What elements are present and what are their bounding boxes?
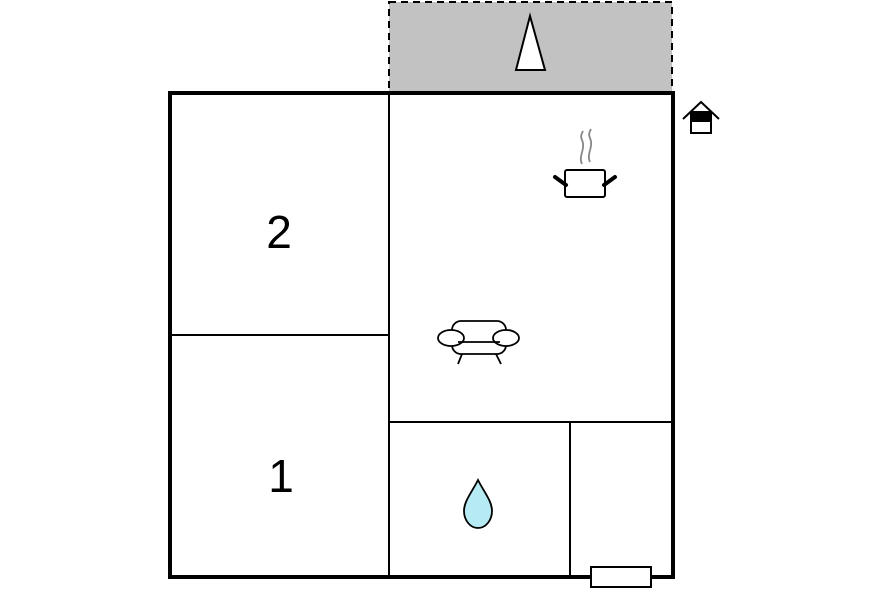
- water-drop-icon: [463, 477, 493, 529]
- entrance-house-icon: [682, 100, 720, 134]
- room-number-1: 1: [268, 450, 294, 502]
- room-number-2: 2: [266, 206, 292, 258]
- sofa-icon: [437, 320, 520, 365]
- interior-walls: [170, 93, 672, 577]
- compass-north-icon: [514, 12, 547, 71]
- entry-door-icon: [590, 566, 652, 588]
- room-bedroom-2: 2: [266, 206, 292, 258]
- cooking-pot-icon: [553, 128, 617, 198]
- room-bedroom-1: 1: [268, 450, 294, 502]
